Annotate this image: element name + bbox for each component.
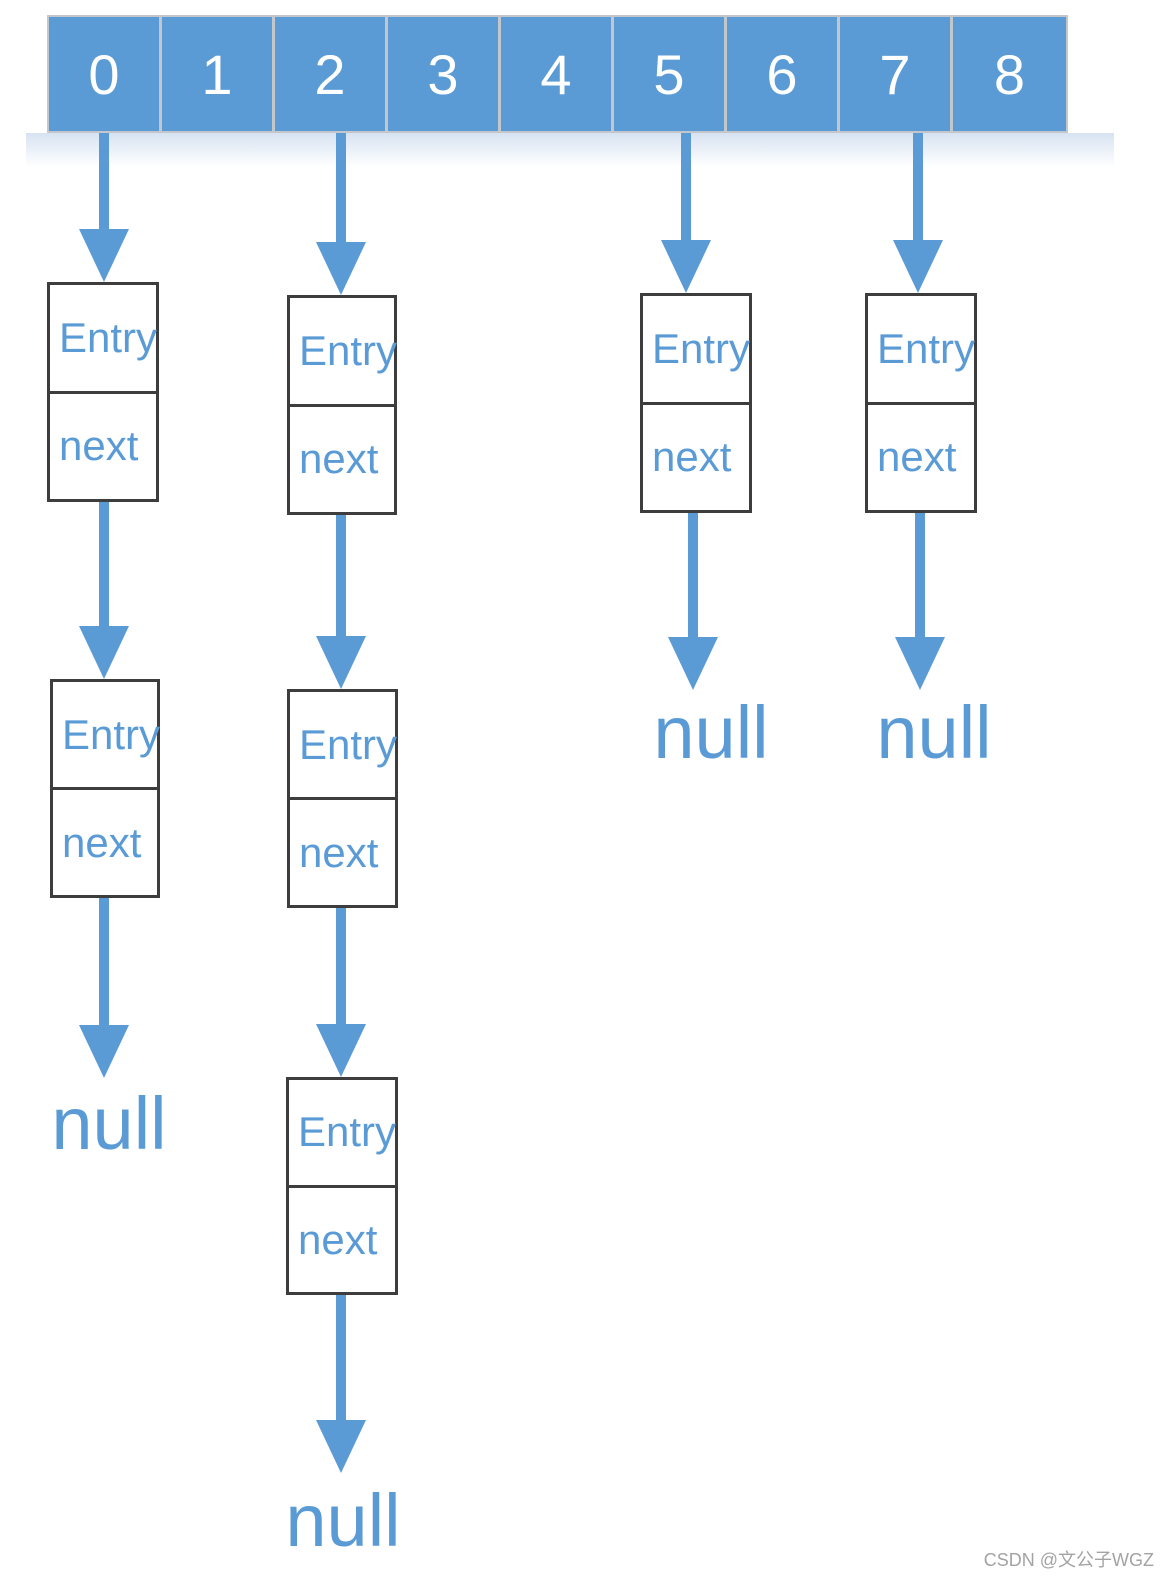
arrow-shaft [336, 133, 346, 242]
watermark: CSDN @文公子WGZ [983, 1550, 1154, 1570]
arrowhead-down-icon [316, 1024, 366, 1077]
array-cell-4: 4 [501, 17, 614, 131]
entry-field: Entry [290, 692, 397, 800]
bucket-7-node-1: Entry next [865, 293, 977, 513]
arrowhead-down-icon [661, 240, 711, 293]
bucket-7-arrow-2 [895, 513, 945, 690]
bucket-5-node-1: Entry next [640, 293, 752, 513]
next-field: next [877, 433, 957, 481]
next-field: next [62, 818, 142, 866]
arrowhead-down-icon [316, 1420, 366, 1473]
arrowhead-down-icon [893, 240, 943, 293]
entry-field: Entry [50, 285, 157, 394]
bucket-0-arrow-2 [79, 502, 129, 679]
arrow-shaft [336, 1295, 346, 1420]
arrowhead-down-icon [895, 637, 945, 690]
arrowhead-down-icon [79, 1025, 129, 1078]
bucket-5-null-label: null [653, 691, 769, 774]
bucket-2-arrow-3 [316, 908, 366, 1077]
next-field: next [299, 828, 379, 876]
bucket-2-node-1: Entry next [287, 295, 397, 515]
entry-field: Entry [289, 1080, 396, 1188]
entry-field: Entry [53, 682, 160, 790]
array-cell-7: 7 [840, 17, 953, 131]
arrowhead-down-icon [668, 637, 718, 690]
entry-field: Entry [290, 298, 397, 407]
arrowhead-down-icon [79, 229, 129, 282]
array-cell-3: 3 [388, 17, 501, 131]
next-field: next [59, 422, 139, 470]
entry-field: Entry [643, 296, 750, 405]
bucket-array: 0 1 2 3 4 5 6 7 8 [47, 15, 1068, 133]
arrow-shaft [336, 515, 346, 636]
bucket-7-null-label: null [876, 691, 992, 774]
array-cell-1: 1 [162, 17, 275, 131]
bucket-2-arrow-4 [316, 1295, 366, 1473]
bucket-2-arrow-1 [316, 133, 366, 295]
bucket-0-node-1: Entry next [47, 282, 159, 502]
bucket-0-node-2: Entry next [50, 679, 160, 898]
arrow-shaft [688, 513, 698, 637]
arrowhead-down-icon [316, 636, 366, 689]
bucket-2-null-label: null [285, 1479, 401, 1562]
bucket-5-arrow-2 [668, 513, 718, 690]
array-cell-6: 6 [727, 17, 840, 131]
array-cell-2: 2 [275, 17, 388, 131]
array-cell-8: 8 [953, 17, 1066, 131]
array-drop-shadow [26, 133, 1114, 167]
arrow-shaft [913, 133, 923, 240]
bucket-2-arrow-2 [316, 515, 366, 689]
bucket-2-node-2: Entry next [287, 689, 398, 908]
bucket-0-arrow-3 [79, 898, 129, 1078]
entry-field: Entry [868, 296, 975, 405]
arrow-shaft [99, 133, 109, 229]
array-cell-5: 5 [614, 17, 727, 131]
arrowhead-down-icon [316, 242, 366, 295]
bucket-0-null-label: null [51, 1082, 167, 1165]
bucket-0-arrow-1 [79, 133, 129, 282]
bucket-5-arrow-1 [661, 133, 711, 293]
arrow-shaft [99, 898, 109, 1025]
next-field: next [652, 433, 732, 481]
arrow-shaft [915, 513, 925, 637]
arrow-shaft [99, 502, 109, 626]
bucket-7-arrow-1 [893, 133, 943, 293]
array-cell-0: 0 [49, 17, 162, 131]
next-field: next [298, 1215, 378, 1263]
arrow-shaft [681, 133, 691, 240]
bucket-2-node-3: Entry next [286, 1077, 398, 1295]
arrow-shaft [336, 908, 346, 1024]
arrowhead-down-icon [79, 626, 129, 679]
next-field: next [299, 435, 379, 483]
